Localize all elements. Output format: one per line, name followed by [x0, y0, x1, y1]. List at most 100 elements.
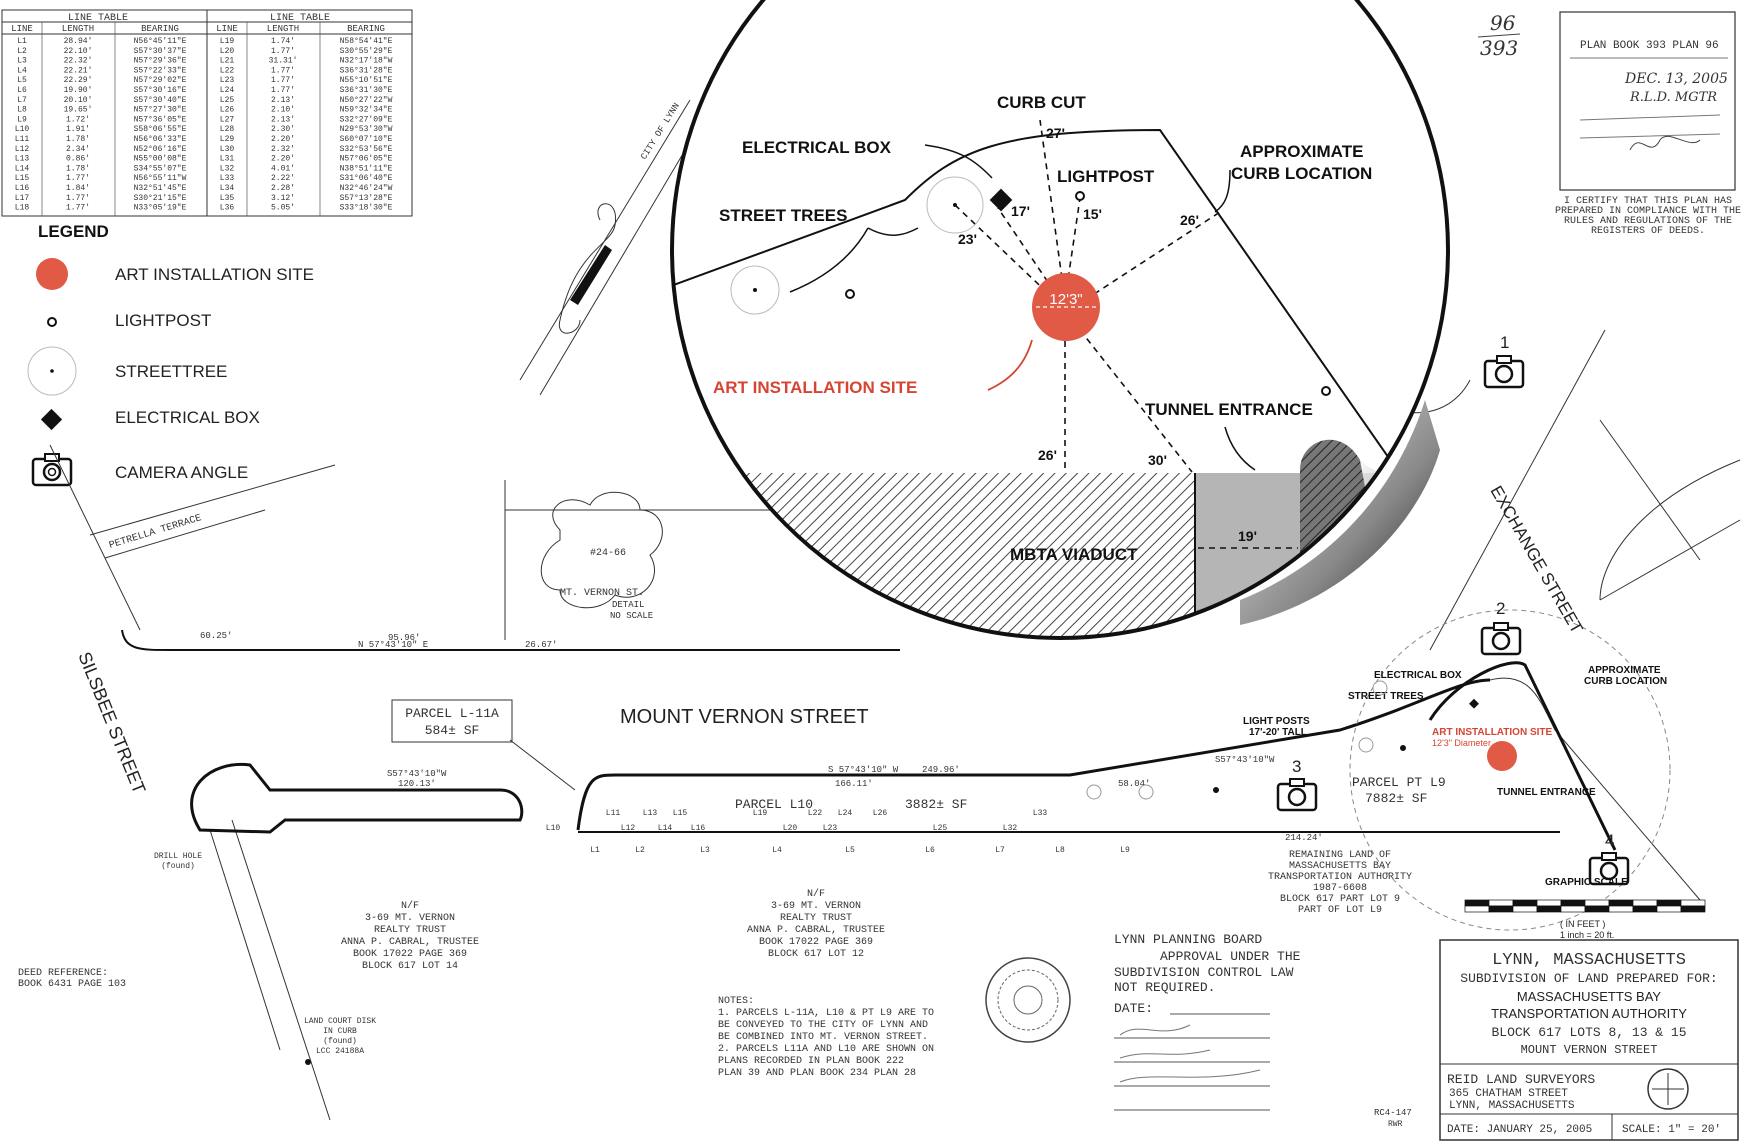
dim-17: 17': [1011, 203, 1030, 219]
line-table-cell: 1.84': [66, 184, 90, 193]
notes-text: 2. PARCELS L11A AND L10 ARE SHOWN ON: [718, 1044, 934, 1055]
scale-bar-segment: [1632, 899, 1658, 907]
scale-bar-segment: [1584, 905, 1610, 913]
line-table-cell: L7: [17, 96, 27, 105]
lightpost-icon: [47, 317, 57, 327]
registry-block: PLAN BOOK 393 PLAN 96 DEC. 13, 2005 R.L.…: [1477, 11, 1741, 237]
surveyor-address-1: 365 CHATHAM STREET: [1449, 1088, 1568, 1100]
line-table-cell: N57°06'05"E: [340, 155, 393, 164]
camera-2-icon: [1480, 622, 1522, 656]
scale-bar-segment: [1560, 899, 1586, 907]
detail-approx-curb-2: CURB LOCATION: [1231, 164, 1372, 183]
bearing-24996: 249.96': [922, 765, 960, 775]
corner-96: 96: [1490, 11, 1516, 35]
line-table-cell: L30: [220, 145, 235, 154]
detail-approx-curb-1: APPROXIMATE: [1240, 142, 1363, 161]
line-table-cell: 22.10': [64, 47, 93, 56]
line-table-cell: 2.30': [271, 125, 295, 134]
inset-approx-curb-2: CURB LOCATION: [1584, 676, 1667, 687]
planning-board-line1: APPROVAL UNDER THE: [1160, 949, 1301, 964]
nf-mid-text: BOOK 17022 PAGE 369: [759, 937, 873, 948]
line-table-cell: 1.77': [271, 76, 295, 85]
drill-hole-text: (found): [161, 862, 195, 871]
line-table-cell: N32°51'45"E: [134, 184, 187, 193]
land-court-disk-text: (found): [323, 1037, 357, 1046]
line-table-cell: N57°29'36"E: [134, 57, 187, 66]
planning-board-line3: NOT REQUIRED.: [1114, 980, 1215, 995]
col-header-line: LINE: [11, 24, 33, 34]
col-header-length-r: LENGTH: [267, 24, 299, 34]
line-table-cell: L36: [220, 204, 235, 213]
notes-text: BE COMBINED INTO MT. VERNON STREET.: [718, 1032, 928, 1043]
scale-inch: 1 inch = 20 ft.: [1560, 930, 1614, 940]
line-tick-label: L3: [700, 846, 710, 855]
line-tick-label: L2: [635, 846, 645, 855]
parcel-l10-area: 3882± SF: [905, 797, 967, 812]
line-table-cell: 1.77': [66, 174, 90, 183]
line-table-cell: 2.32': [271, 145, 295, 154]
base-plan: PETRELLA TERRACE CITY OF LYNN 95.96' N 5…: [18, 99, 1741, 1121]
line-table-title-right: LINE TABLE: [270, 13, 330, 24]
line-table-cell: L31: [220, 155, 235, 164]
surveyor-address-2: LYNN, MASSACHUSETTS: [1449, 1100, 1575, 1112]
detail-electrical-box-label: ELECTRICAL BOX: [742, 138, 892, 157]
detail-scale: NO SCALE: [610, 611, 653, 621]
line-table-cell: 22.29': [64, 76, 93, 85]
art-site-icon: [36, 258, 68, 290]
nf-left-text: BLOCK 617 LOT 14: [362, 961, 458, 972]
line-table-cell: S60°07'10"E: [340, 135, 393, 144]
line-table-cell: 31.31': [269, 57, 298, 66]
line-table-cell: L35: [220, 194, 235, 203]
line-tick-label: L11: [606, 809, 621, 818]
line-tick-label: L6: [925, 846, 935, 855]
line-table-cell: S57°13'28"E: [340, 194, 393, 203]
line-tick-label: L16: [691, 824, 706, 833]
line-tick-label: L33: [1033, 809, 1048, 818]
line-table-cell: S57°30'37"E: [134, 47, 187, 56]
title-scale: SCALE: 1" = 20': [1622, 1124, 1721, 1136]
scale-bar-segment: [1512, 899, 1538, 907]
line-table-cell: S57°30'16"E: [134, 86, 187, 95]
line-table-cell: L1: [17, 37, 27, 46]
line-table-cell: L20: [220, 47, 235, 56]
legend-label-lightpost: LIGHTPOST: [115, 311, 211, 330]
legend: LEGEND ART INSTALLATION SITE LIGHTPOST S…: [27, 222, 314, 487]
nf-left-text: BOOK 17022 PAGE 369: [353, 949, 467, 960]
title-subdivision: SUBDIVISION OF LAND PREPARED FOR:: [1460, 971, 1717, 986]
scale-bar-segment: [1488, 905, 1514, 913]
legend-label-camera: CAMERA ANGLE: [115, 463, 248, 482]
line-table-cell: S31°06'40"E: [340, 174, 393, 183]
line-table-cell: S32°27'09"E: [340, 115, 393, 124]
line-tick-label: L14: [658, 824, 673, 833]
line-table-cell: L2: [17, 47, 27, 56]
bearing-s5743-w-right: S57°43'10"W: [1215, 755, 1275, 765]
line-table-cell: 1.78': [66, 164, 90, 173]
line-table-cell: L19: [220, 37, 235, 46]
line-table-cell: S32°53'56"E: [340, 145, 393, 154]
line-table-cell: N32°46'24"W: [340, 184, 393, 193]
scale-bar-segment: [1632, 905, 1658, 913]
line-table-cell: L15: [15, 174, 30, 183]
camera-1-number: 1: [1500, 333, 1509, 352]
scale-bar-segment: [1608, 905, 1634, 913]
detail-street: MT. VERNON ST.: [560, 588, 644, 599]
line-table-cell: N56°06'33"E: [134, 135, 187, 144]
line-table-cell: N33°05'19"E: [134, 204, 187, 213]
legend-title: LEGEND: [38, 222, 109, 241]
scale-bar-segment: [1536, 899, 1562, 907]
remaining-land-text: 1987-6608: [1313, 883, 1367, 894]
line-table-cell: L27: [220, 115, 235, 124]
line-table-cell: L34: [220, 184, 235, 193]
inset-lightposts-2: 17'-20' TALL: [1249, 727, 1307, 738]
scale-bar-segment: [1512, 905, 1538, 913]
line-table-cell: 22.21': [64, 66, 93, 75]
bearing-n5743-e: N 57°43'10" E: [358, 640, 428, 650]
ref-code: RC4-147: [1374, 1108, 1412, 1118]
line-table-cell: L12: [15, 145, 30, 154]
notes-text: PLAN 39 AND PLAN BOOK 234 PLAN 28: [718, 1068, 916, 1079]
line-tick-label: L25: [933, 824, 948, 833]
camera-1-icon: [1483, 355, 1525, 389]
line-table-cell: L3: [17, 57, 27, 66]
line-table-cell: N32°17'18"W: [340, 57, 393, 66]
bearing-16611: 166.11': [835, 779, 873, 789]
